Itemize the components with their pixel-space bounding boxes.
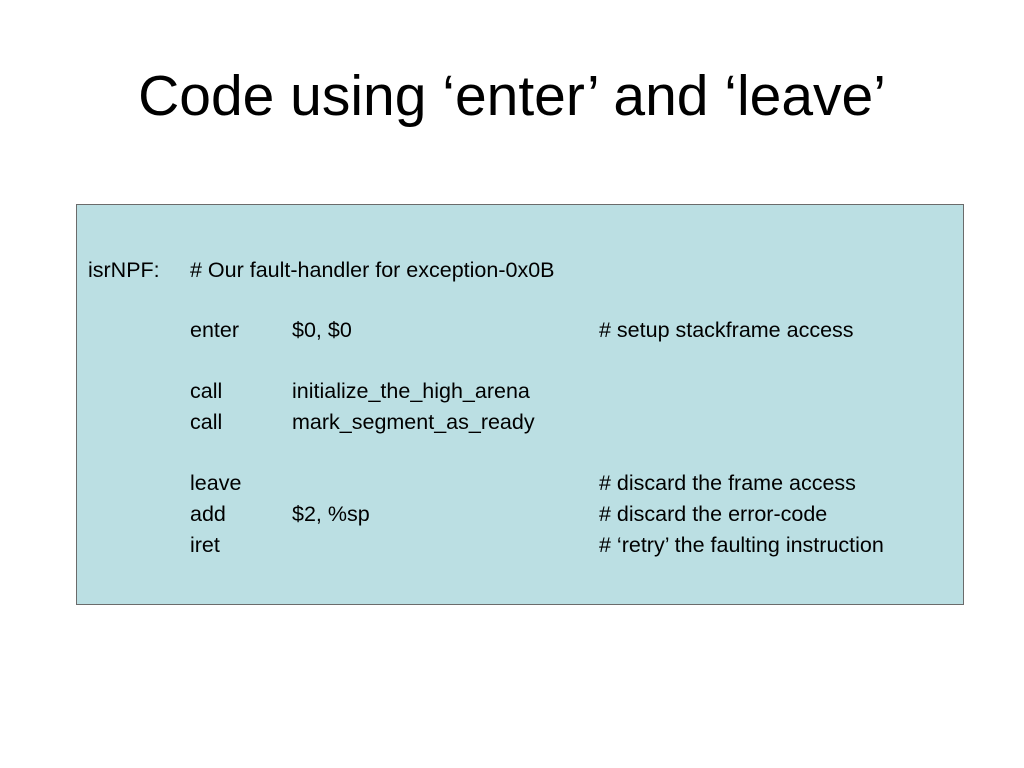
code-line: call mark_segment_as_ready — [77, 407, 963, 438]
code-line: add $2, %sp # discard the error-code — [77, 499, 963, 530]
code-operands: mark_segment_as_ready — [292, 410, 535, 434]
code-comment: # discard the frame access — [599, 471, 856, 495]
code-listing-box: isrNPF: # Our fault-handler for exceptio… — [76, 204, 964, 605]
code-opcode: call — [190, 410, 223, 434]
code-line: call initialize_the_high_arena — [77, 376, 963, 407]
code-operands: $2, %sp — [292, 502, 370, 526]
code-comment: # setup stackframe access — [599, 318, 854, 342]
code-opcode: leave — [190, 471, 242, 495]
code-line: leave # discard the frame access — [77, 468, 963, 499]
code-opcode: iret — [190, 533, 220, 557]
code-line: iret # ‘retry’ the faulting instruction — [77, 530, 963, 561]
code-line-label: isrNPF: # Our fault-handler for exceptio… — [77, 255, 963, 286]
slide-title: Code using ‘enter’ and ‘leave’ — [138, 64, 886, 128]
code-opcode: add — [190, 502, 226, 526]
code-header-comment: # Our fault-handler for exception-0x0B — [190, 258, 555, 282]
code-opcode: call — [190, 379, 223, 403]
code-comment: # discard the error-code — [599, 502, 828, 526]
code-line: enter $0, $0 # setup stackframe access — [77, 315, 963, 346]
code-operands: $0, $0 — [292, 318, 352, 342]
code-opcode: enter — [190, 318, 240, 342]
code-operands: initialize_the_high_arena — [292, 379, 530, 403]
code-comment: # ‘retry’ the faulting instruction — [599, 533, 884, 557]
code-label: isrNPF: — [88, 258, 160, 282]
